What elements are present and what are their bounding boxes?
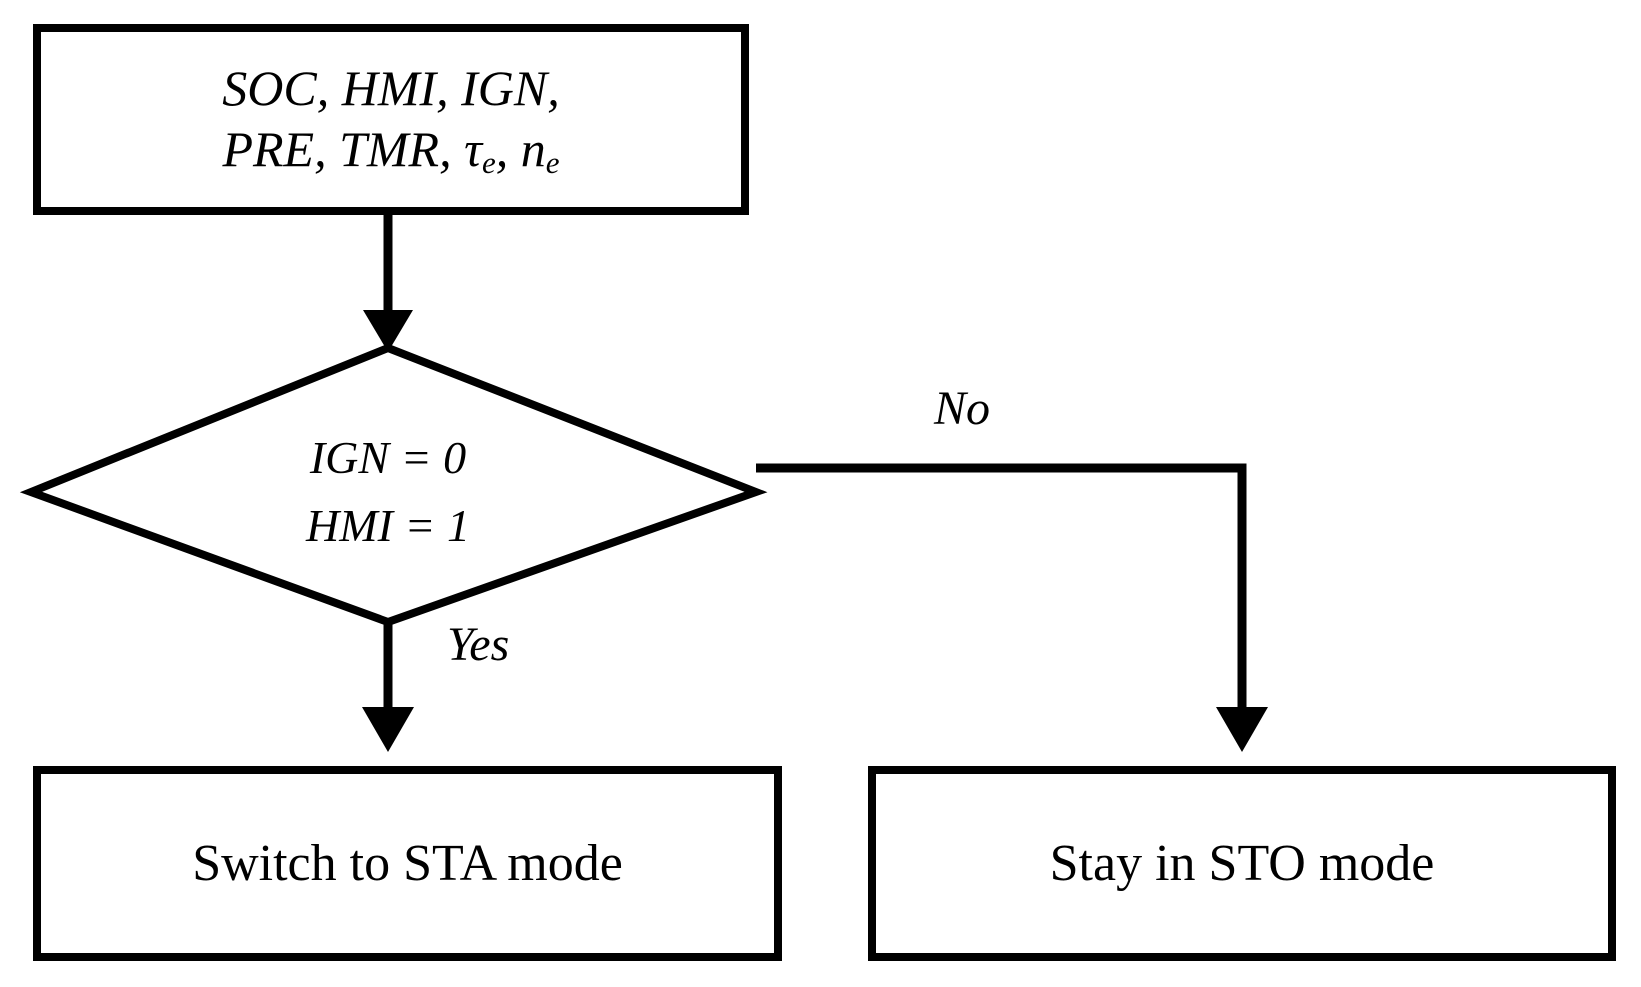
decision-node-shape[interactable] — [19, 343, 768, 627]
edge-inputs-to-decision — [363, 211, 413, 352]
action-right-node-shape[interactable] — [868, 766, 1616, 961]
edge-decision-yes — [362, 622, 414, 752]
action-left-node-shape[interactable] — [33, 766, 782, 961]
edge-decision-no — [756, 463, 1268, 752]
inputs-node-shape[interactable] — [33, 24, 749, 215]
